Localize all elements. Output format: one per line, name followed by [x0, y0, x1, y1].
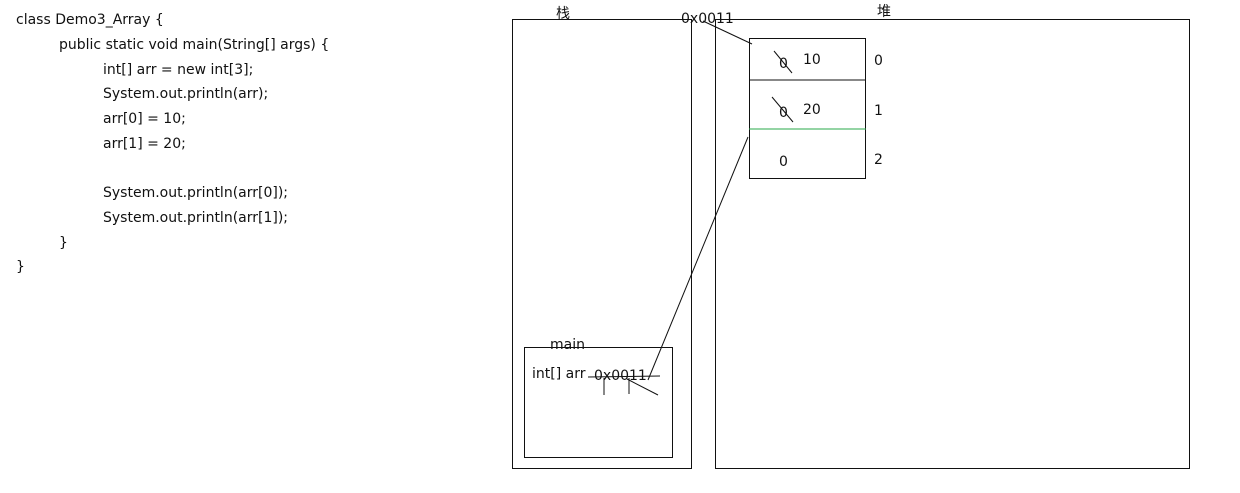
- code-line: int[] arr = new int[3];: [103, 62, 254, 78]
- code-line: System.out.println(arr[1]);: [103, 210, 289, 226]
- cell-0-old-value: 0: [779, 56, 788, 72]
- variable-address: 0x0011: [594, 368, 647, 384]
- cell-1-new-value: 20: [803, 102, 821, 118]
- code-line: }: [59, 235, 68, 251]
- code-line: System.out.println(arr);: [103, 86, 269, 102]
- main-frame: [524, 347, 673, 458]
- cell-0-new-value: 10: [803, 52, 821, 68]
- variable-declaration: int[] arr: [532, 366, 586, 382]
- main-frame-label: main: [550, 337, 585, 353]
- code-line: System.out.println(arr[0]);: [103, 185, 289, 201]
- code-line: class Demo3_Array {: [16, 12, 164, 28]
- cell-1-index: 1: [874, 103, 883, 119]
- cell-1-old-value: 0: [779, 105, 788, 121]
- cell-2-index: 2: [874, 152, 883, 168]
- heap-address: 0x0011: [681, 11, 734, 27]
- cell-2-value: 0: [779, 154, 788, 170]
- code-line: public static void main(String[] args) {: [59, 37, 330, 53]
- code-line: arr[0] = 10;: [103, 111, 186, 127]
- code-line: }: [16, 259, 25, 275]
- array-object: [749, 38, 866, 179]
- stack-title: 栈: [556, 6, 570, 22]
- heap-title: 堆: [877, 4, 891, 20]
- code-line: arr[1] = 20;: [103, 136, 186, 152]
- cell-0-index: 0: [874, 53, 883, 69]
